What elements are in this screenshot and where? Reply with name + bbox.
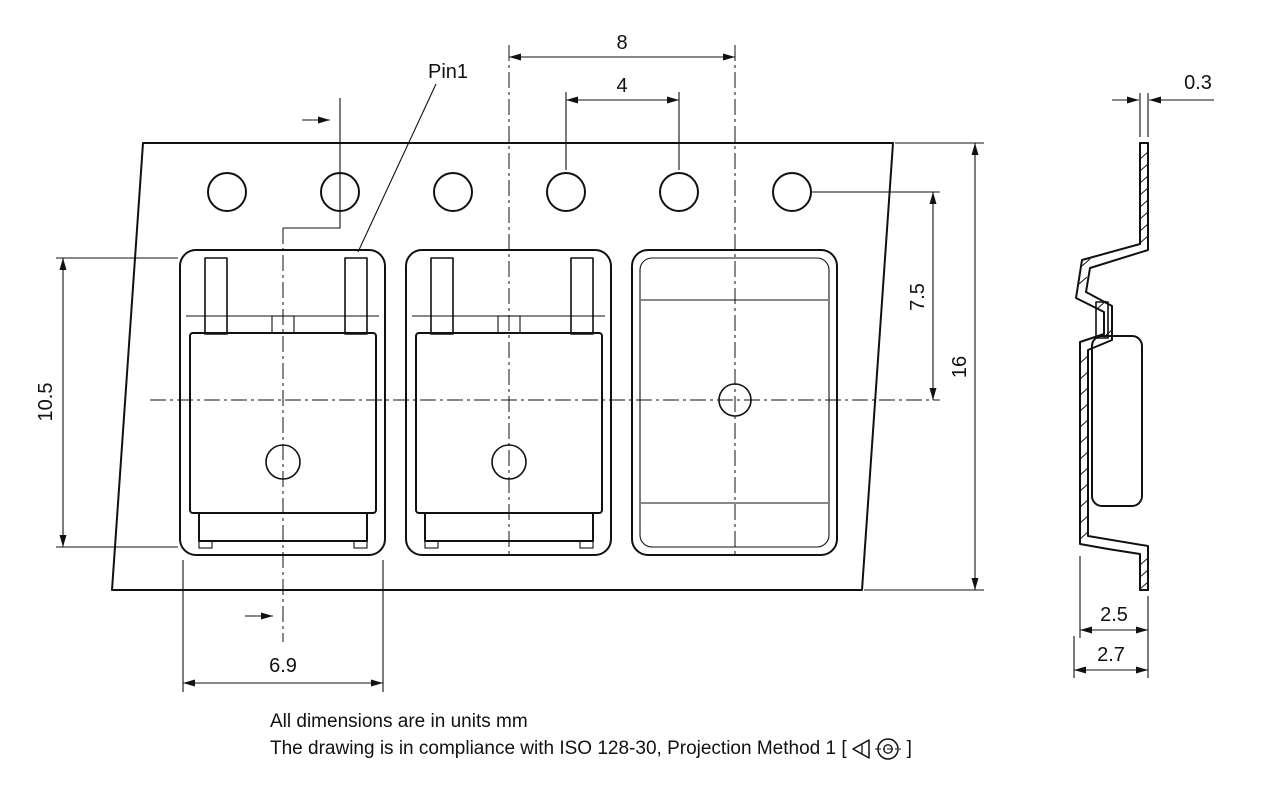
- dimension-pocket-length: 10.5: [35, 257, 178, 548]
- dimensions-front: 8 4 7.5 16 10.5: [35, 32, 984, 692]
- component-foot-left: [198, 540, 213, 549]
- dim-label-pocket-inner-depth: 2.5: [1100, 604, 1128, 626]
- note-units: All dimensions are in units mm: [270, 708, 912, 735]
- note-standard: The drawing is in compliance with ISO 12…: [270, 735, 912, 762]
- dimension-pocket-width: 6.9: [182, 560, 384, 692]
- dim-label-sprocket-pitch: 4: [616, 75, 627, 97]
- sprocket-hole: [772, 172, 812, 212]
- tape-outline: [111, 142, 894, 591]
- sprocket-holes: [207, 172, 812, 212]
- dim-label-pocket-pitch: 8: [616, 32, 627, 54]
- pin1-label: Pin1: [428, 61, 468, 83]
- dimension-tape-width: 16: [864, 142, 984, 591]
- center-lines: [150, 45, 940, 642]
- dim-label-tape-width: 16: [949, 356, 971, 378]
- pin1-leader: [357, 83, 437, 253]
- component-pin-left: [204, 257, 228, 335]
- dim-label-tape-thickness: 0.3: [1184, 72, 1212, 94]
- sprocket-hole: [546, 172, 586, 212]
- drawing-notes: All dimensions are in units mm The drawi…: [270, 708, 912, 762]
- section-profile-inner: [1085, 142, 1149, 591]
- first-angle-projection-icon: [851, 737, 901, 760]
- section-hatching: [1078, 151, 1149, 590]
- side-view-section: 0.3 2.5 2.7: [1073, 72, 1214, 678]
- component-pin-side: [1095, 301, 1109, 339]
- dimension-tape-thickness: 0.3: [1112, 72, 1214, 137]
- component-side-view: [1091, 335, 1143, 507]
- component-foot-right: [353, 540, 368, 549]
- dimension-pocket-total-depth: 2.7: [1073, 636, 1148, 678]
- dim-label-hole-to-center: 7.5: [907, 283, 929, 311]
- dimension-hole-to-center: 7.5: [907, 192, 937, 400]
- section-line: [245, 98, 341, 620]
- dimension-pocket-inner-depth: 2.5: [1079, 556, 1149, 678]
- dim-label-pocket-length: 10.5: [35, 383, 57, 422]
- component-pin-right: [344, 257, 368, 335]
- note-standard-prefix: The drawing is in compliance with ISO 12…: [270, 738, 847, 759]
- dim-label-pocket-total-depth: 2.7: [1097, 644, 1125, 666]
- dimension-pocket-pitch: 8: [509, 32, 735, 61]
- note-units-text: All dimensions are in units mm: [270, 711, 528, 732]
- dimension-sprocket-pitch: 4: [565, 75, 680, 170]
- pin1-callout: Pin1: [357, 61, 468, 253]
- sprocket-hole: [207, 172, 247, 212]
- dim-label-pocket-width: 6.9: [269, 655, 297, 677]
- sprocket-hole: [433, 172, 473, 212]
- note-standard-suffix: ]: [906, 738, 912, 759]
- sprocket-hole: [659, 172, 699, 212]
- section-profile-outer: [1075, 142, 1141, 591]
- carrier-tape-front-view: Pin1: [111, 45, 940, 642]
